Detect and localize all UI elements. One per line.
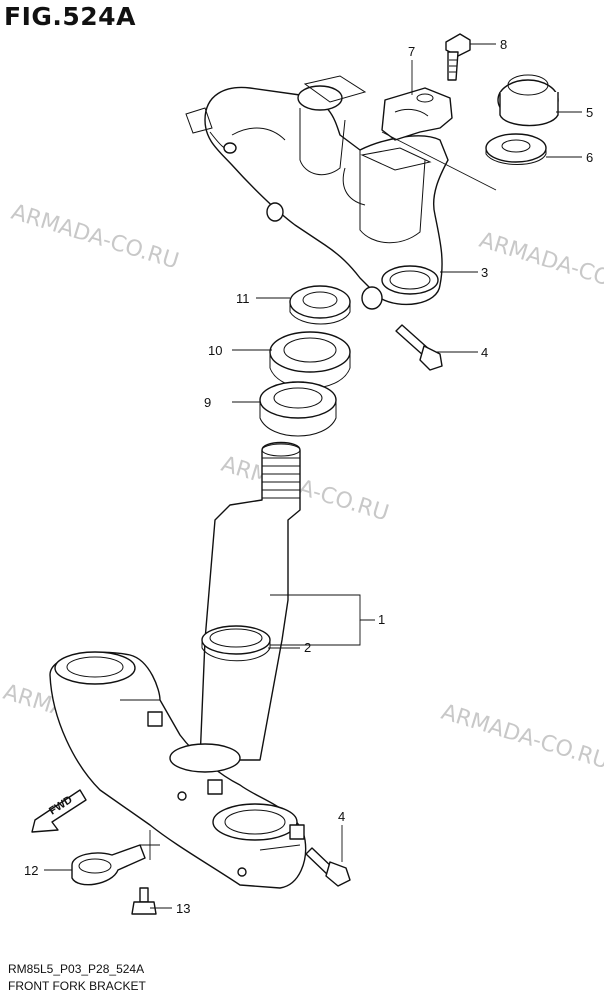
callout-11: 11 (236, 291, 250, 306)
steering-stem (199, 441, 301, 761)
callout-12: 12 (24, 863, 38, 878)
callout-5: 5 (586, 105, 593, 120)
bolt-8 (445, 33, 471, 81)
bolt-4-upper (361, 286, 443, 371)
lower-bracket (49, 651, 307, 889)
watermark-5: ARMADA-CO.RU (438, 700, 604, 775)
callout-13: 13 (176, 901, 190, 916)
clamp-12 (71, 844, 146, 886)
handlebar-holder (381, 87, 453, 141)
cap-nut-5 (497, 74, 559, 127)
callout-1: 1 (378, 612, 385, 627)
watermark-2: ARMADA-CO.RU (476, 228, 604, 303)
callout-8: 8 (500, 37, 507, 52)
figure-name: FRONT FORK BRACKET (8, 979, 146, 993)
ring-2 (201, 625, 271, 662)
fwd-arrow: FWD (31, 789, 87, 833)
figure-title: FIG.524A (4, 2, 136, 31)
washer-6 (485, 133, 547, 165)
steering-nut-11 (289, 285, 351, 325)
callout-7: 7 (408, 44, 415, 59)
callout-10: 10 (208, 343, 222, 358)
callout-3: 3 (481, 265, 488, 280)
callout-labels: 1 2 3 4 4 5 6 7 8 9 10 11 12 13 (24, 37, 593, 916)
figure-code: RM85L5_P03_P28_524A (8, 962, 145, 976)
callout-9: 9 (204, 395, 211, 410)
bolt-4-lower (305, 847, 351, 887)
leader-lines (44, 43, 582, 909)
watermark-1: ARMADA-CO.RU (8, 200, 181, 275)
callout-4-upper: 4 (481, 345, 488, 360)
callout-2: 2 (304, 640, 311, 655)
bearing-9 (259, 381, 337, 437)
dust-seal-10 (269, 331, 351, 389)
callout-6: 6 (586, 150, 593, 165)
callout-4-lower: 4 (338, 809, 345, 824)
bolt-13 (131, 887, 157, 915)
upper-bracket (185, 75, 449, 306)
